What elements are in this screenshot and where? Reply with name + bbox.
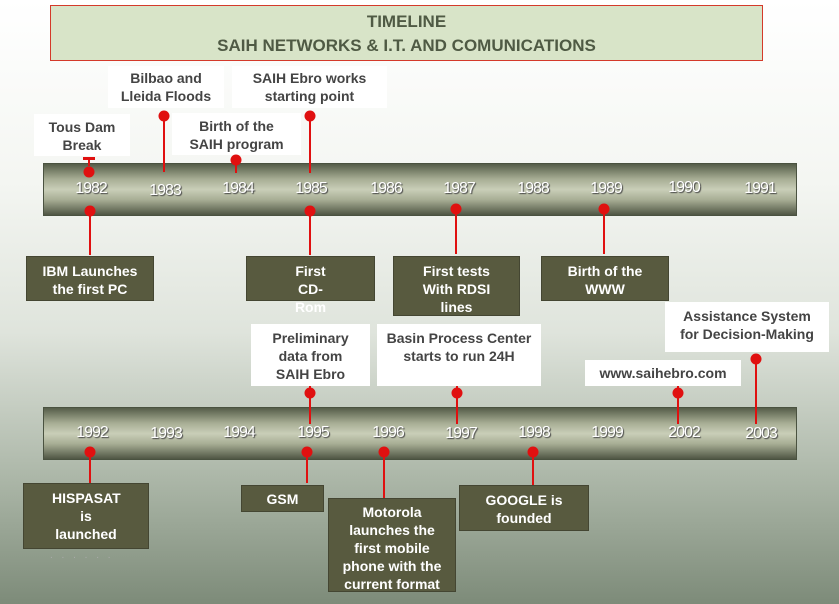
year-label: 1998: [518, 424, 551, 441]
year-label: 1983: [149, 182, 182, 199]
decorative-dots: . . . . . .: [50, 550, 114, 561]
marker-stem: [306, 452, 308, 483]
year-label: 1990: [668, 179, 701, 196]
marker-stem: [88, 158, 90, 166]
year-label: 1992: [76, 424, 109, 441]
event-rdsi-tests: First tests With RDSI lines: [393, 256, 520, 316]
year-label: 1982: [75, 180, 108, 197]
timeline-bar-bottom: [43, 407, 797, 460]
event-birth-of-www: Birth of the WWW: [541, 256, 669, 301]
year-label: 1984: [222, 180, 255, 197]
year-label: 1995: [297, 424, 330, 441]
year-label: 2002: [668, 424, 701, 441]
year-label: 1994: [223, 424, 256, 441]
event-first-cdrom: First CD-Rom: [246, 256, 375, 315]
title-box: TIMELINE SAIH NETWORKS & I.T. AND COMUNI…: [50, 5, 763, 61]
title-line-1: TIMELINE: [366, 12, 447, 31]
title-line-2: SAIH NETWORKS & I.T. AND COMUNICATIONS: [217, 36, 596, 55]
marker-stem: [89, 452, 91, 483]
year-label: 2003: [745, 425, 778, 442]
marker-stem: [309, 211, 311, 255]
event-hispasat: HISPASAT is launched: [23, 483, 149, 549]
year-label: 1986: [370, 180, 403, 197]
event-motorola: Motorola launches the first mobile phone…: [328, 498, 456, 592]
marker-stem: [456, 386, 458, 424]
marker-stem: [163, 116, 165, 172]
event-ibm-pc: IBM Launches the first PC: [26, 256, 154, 301]
event-gsm: GSM: [241, 485, 324, 512]
marker-stem: [309, 116, 311, 173]
event-assistance-system: Assistance System for Decision-Making: [665, 302, 829, 352]
year-label: 1988: [517, 180, 550, 197]
timeline-bar-top: [43, 163, 797, 216]
year-label: 1997: [445, 425, 478, 442]
year-label: 1996: [372, 424, 405, 441]
year-label: 1993: [150, 425, 183, 442]
event-tous-dam-break: Tous Dam Break: [34, 114, 130, 156]
marker-stem: [235, 160, 237, 173]
marker-stem: [455, 209, 457, 254]
marker-stem: [309, 386, 311, 424]
event-basin-process-center: Basin Process Center starts to run 24H: [377, 324, 541, 386]
marker-dot: [83, 166, 95, 178]
marker-stem: [89, 211, 91, 255]
event-preliminary-data: Preliminary data from SAIH Ebro: [251, 324, 370, 386]
marker-stem: [755, 359, 757, 424]
year-label: 1985: [295, 180, 328, 197]
marker-stem: [677, 386, 679, 424]
year-label: 1999: [591, 424, 624, 441]
event-google: GOOGLE is founded: [459, 485, 589, 531]
year-label: 1987: [443, 180, 476, 197]
event-saihebro-website: www.saihebro.com: [585, 360, 741, 386]
year-label: 1991: [744, 180, 777, 197]
event-birth-of-saih: Birth of the SAIH program: [172, 113, 301, 155]
event-saih-ebro-works: SAIH Ebro works starting point: [232, 66, 387, 108]
event-bilbao-lleida-floods: Bilbao and Lleida Floods: [108, 66, 224, 108]
marker-stem: [532, 452, 534, 485]
marker-stem: [383, 452, 385, 498]
year-label: 1989: [590, 180, 623, 197]
marker-stem: [603, 209, 605, 254]
